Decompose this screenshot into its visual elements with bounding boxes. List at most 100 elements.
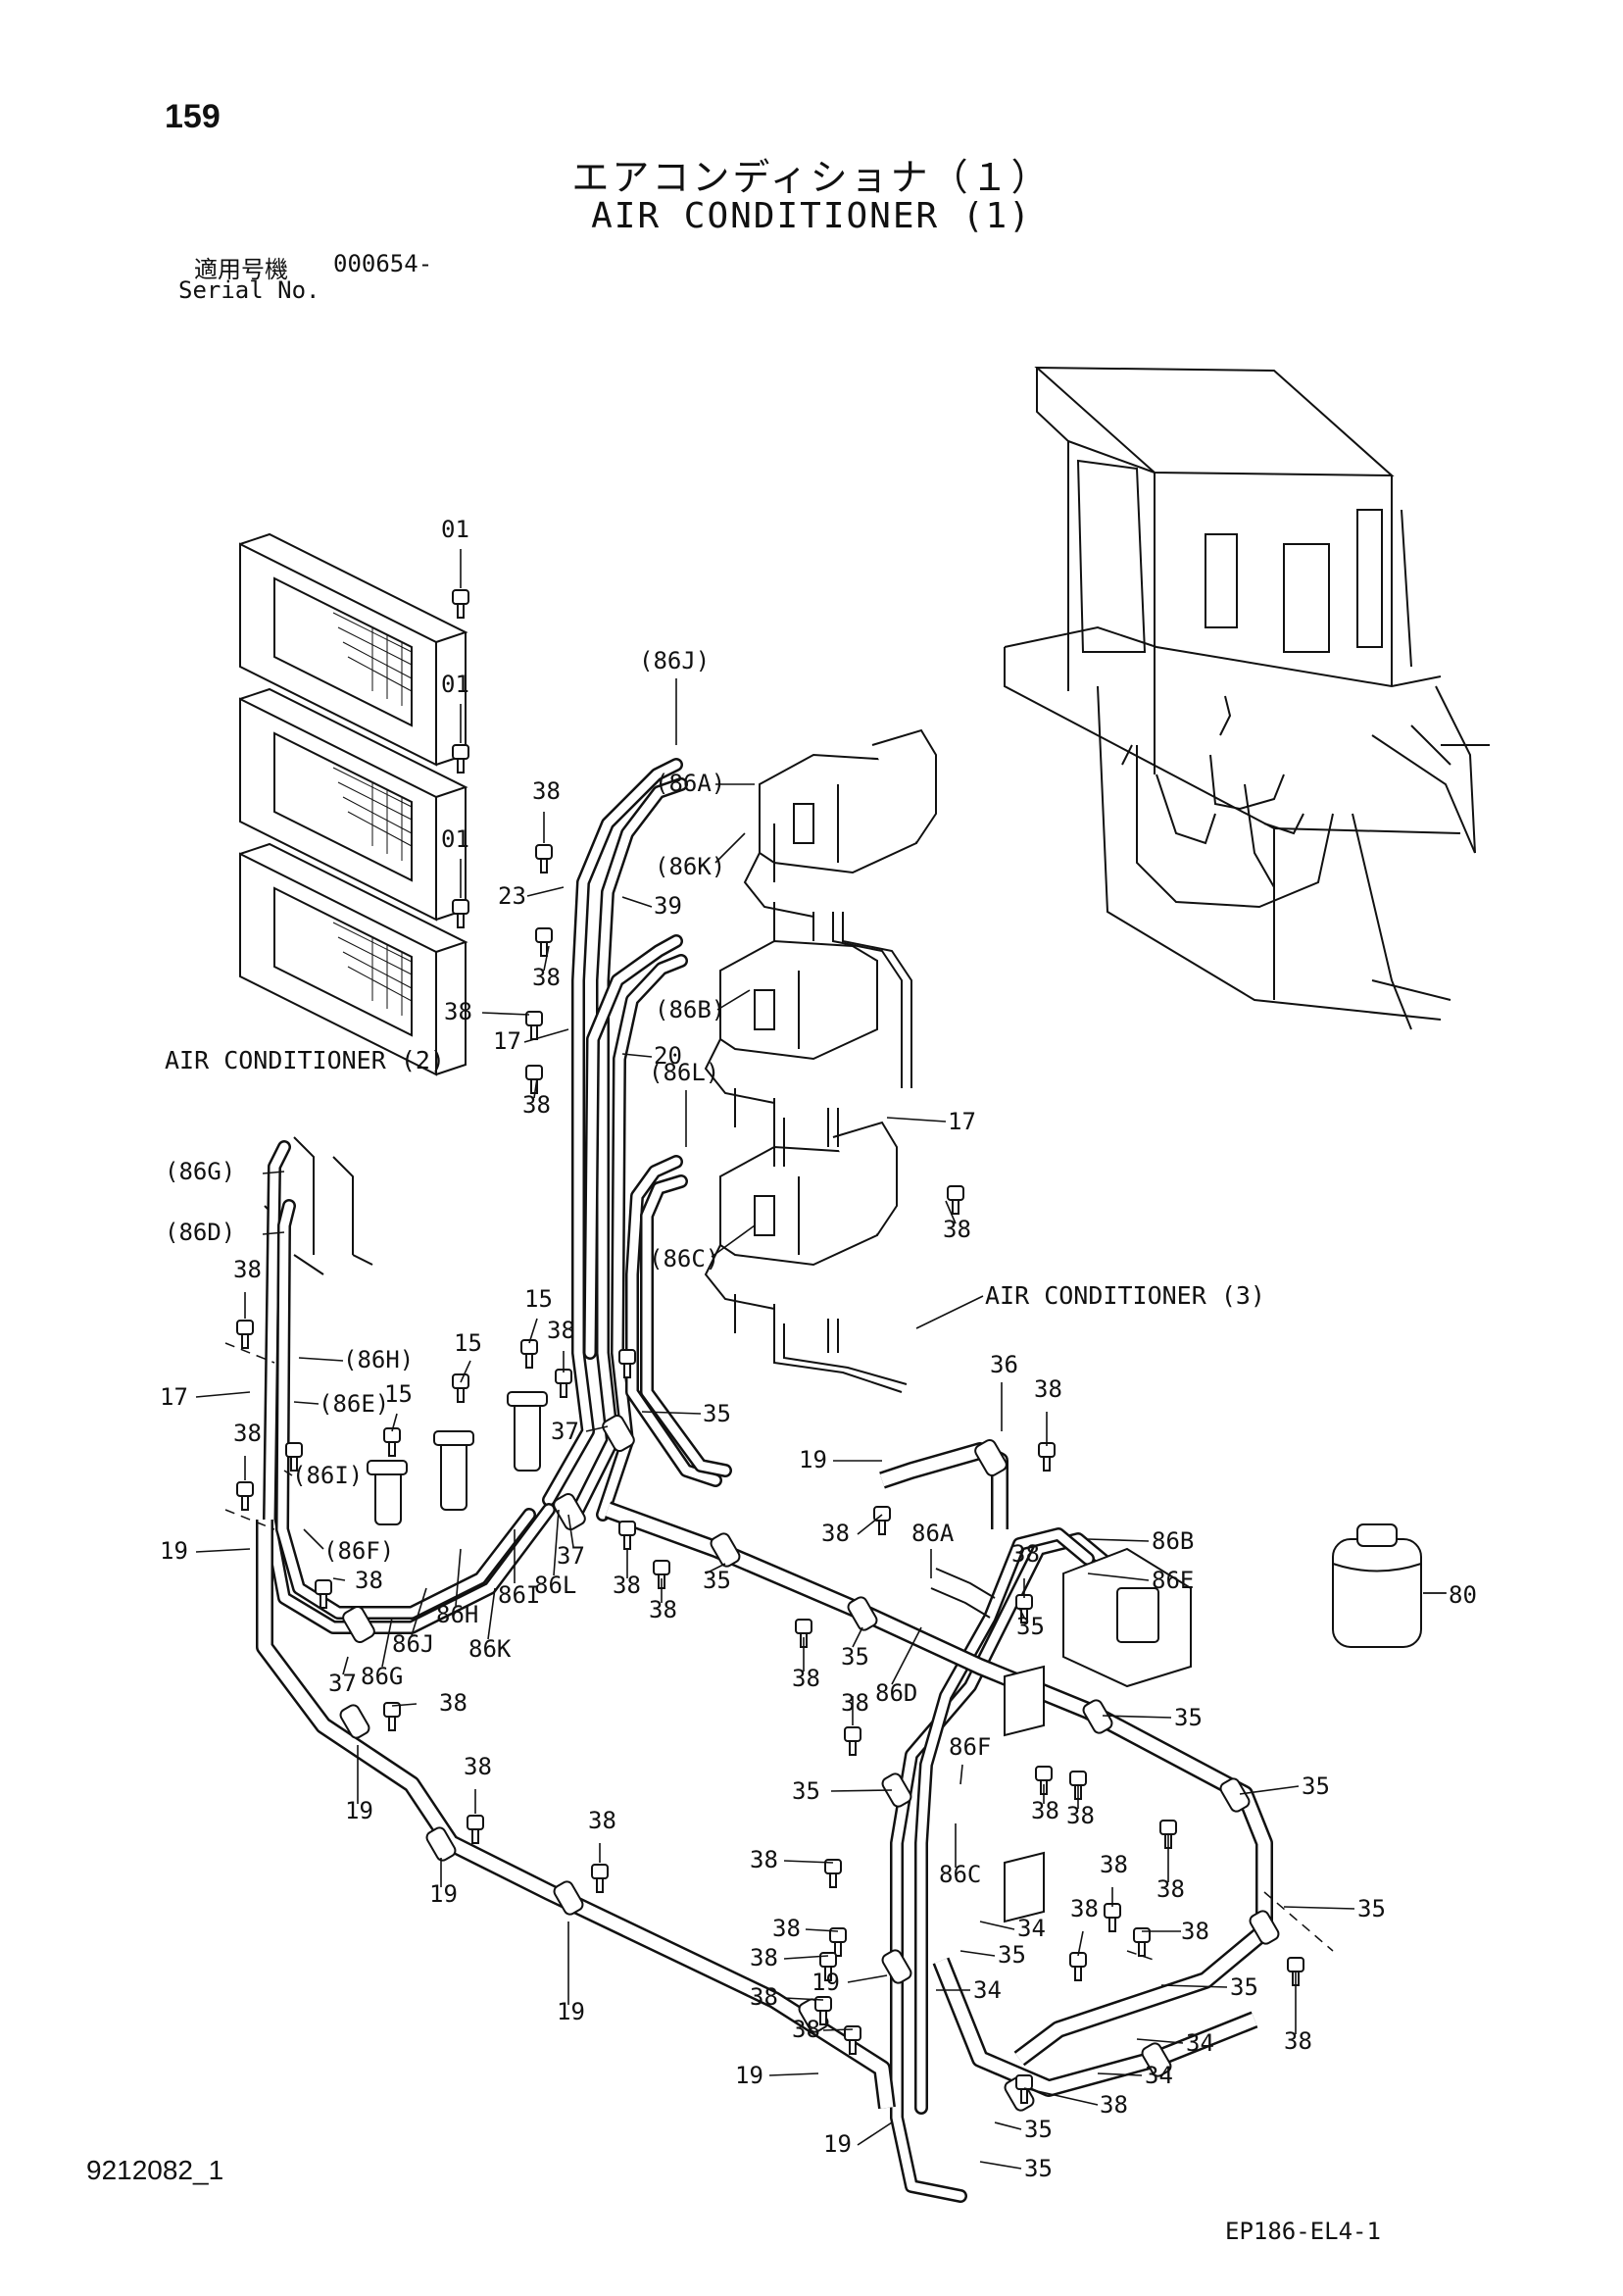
bolt-icon xyxy=(844,1726,861,1756)
callout-p35_10: 35 xyxy=(1357,1895,1386,1922)
leader-line xyxy=(455,1548,462,1607)
callout-p38_10: 38 xyxy=(821,1520,850,1547)
callout-p38_4: 38 xyxy=(522,1091,551,1119)
reference-ac2: AIR CONDITIONER (2) xyxy=(165,1046,445,1074)
leader-line xyxy=(391,1413,398,1432)
leader-line xyxy=(994,2121,1022,2130)
callout-p35_11: 35 xyxy=(1024,2116,1053,2143)
bolt-icon xyxy=(452,589,469,619)
leader-line xyxy=(822,2028,854,2031)
leader-line xyxy=(621,1053,653,1058)
callout-p15_2: 15 xyxy=(524,1285,553,1313)
bolt-icon xyxy=(555,1369,572,1398)
callout-p86H: 86H xyxy=(436,1601,478,1628)
callout-p38_8: 38 xyxy=(547,1317,575,1344)
leader-line xyxy=(533,1077,538,1099)
callout-p38_21: 38 xyxy=(1066,1802,1095,1829)
callout-p86A: 86A xyxy=(911,1520,955,1547)
callout-p19_2: 19 xyxy=(160,1537,188,1565)
reference-ac3: AIR CONDITIONER (3) xyxy=(985,1281,1265,1310)
bolt-icon xyxy=(452,899,469,928)
leader-line xyxy=(195,1391,251,1398)
callout-p38_26: 38 xyxy=(750,1944,778,1972)
callout-p38_16: 38 xyxy=(841,1689,869,1717)
pipe-loop xyxy=(256,1414,1280,2112)
callout-p38_18: 38 xyxy=(464,1753,492,1780)
leader-line xyxy=(303,1528,324,1550)
leader-line xyxy=(293,1401,320,1405)
callout-p37_1: 37 xyxy=(551,1418,579,1445)
document-id: 9212082_1 xyxy=(86,2155,224,2185)
callout-p35_3: 35 xyxy=(1016,1613,1045,1640)
callout-p35_5: 35 xyxy=(1174,1704,1203,1731)
callout-p38_32: 38 xyxy=(1284,2027,1312,2055)
callout-p80: 80 xyxy=(1449,1581,1477,1609)
callout-c86H: (86H) xyxy=(343,1346,414,1373)
receiver-dryer xyxy=(1332,1523,1446,1648)
leader-line xyxy=(945,1200,957,1224)
bolt-icon xyxy=(535,844,553,873)
callout-p23: 23 xyxy=(498,882,526,910)
leader-line xyxy=(857,2121,893,2146)
bolt-icon xyxy=(452,1373,469,1403)
bolt-icon xyxy=(618,1521,636,1550)
callout-p37_2: 37 xyxy=(557,1542,585,1570)
callout-p38_2: 38 xyxy=(532,964,561,991)
callout-p19_3: 19 xyxy=(345,1797,373,1824)
leader-line xyxy=(1023,2087,1099,2106)
page-number: 159 xyxy=(165,98,221,135)
callout-p19_1: 19 xyxy=(799,1446,827,1473)
leader-line xyxy=(621,896,653,908)
leader-line xyxy=(1136,2038,1184,2044)
callout-p15_1: 15 xyxy=(454,1329,482,1357)
leader-line xyxy=(847,1974,888,1983)
leader-line xyxy=(852,1626,863,1648)
callout-p17_3: 17 xyxy=(160,1383,188,1411)
callout-c86D: (86D) xyxy=(165,1219,235,1246)
leader-line xyxy=(1283,1906,1355,1910)
leader-line xyxy=(783,1860,834,1864)
bolt-icon xyxy=(525,1065,543,1094)
callout-p86C: 86C xyxy=(939,1861,981,1888)
callout-p38_5: 38 xyxy=(943,1216,971,1243)
leader-line xyxy=(283,1470,293,1476)
leader-line xyxy=(391,1703,418,1707)
callout-p19_7: 19 xyxy=(735,2062,763,2089)
callout-p19_6: 19 xyxy=(812,1969,840,1996)
callout-p38_23: 38 xyxy=(750,1846,778,1873)
callout-c86K: (86K) xyxy=(655,853,725,880)
leader-line xyxy=(711,1224,756,1258)
leader-line xyxy=(1097,2072,1143,2076)
bolt-icon xyxy=(452,744,469,774)
callout-p38_9: 38 xyxy=(1034,1375,1062,1403)
leader-line xyxy=(783,1997,824,2001)
figure-id: EP186-EL4-1 xyxy=(1225,2218,1381,2245)
leader-line xyxy=(1087,1572,1150,1581)
callout-p86I: 86I xyxy=(498,1581,540,1609)
callout-p35_1: 35 xyxy=(703,1400,731,1427)
bolt-icon xyxy=(1104,1903,1121,1932)
callout-c86A: (86A) xyxy=(655,770,725,797)
leader-line xyxy=(543,945,550,972)
bolt-icon xyxy=(315,1579,332,1609)
callout-p38_25: 38 xyxy=(772,1915,801,1942)
callout-c86G: (86G) xyxy=(165,1158,235,1185)
callout-p19_5: 19 xyxy=(557,1998,585,2025)
callout-p01c: 01 xyxy=(441,825,469,853)
bolt-icon xyxy=(467,1815,484,1844)
callout-p19_8: 19 xyxy=(823,2130,852,2158)
callout-p38_11: 38 xyxy=(355,1567,383,1594)
callout-p34_3: 34 xyxy=(1186,2029,1214,2057)
leader-line xyxy=(714,832,746,864)
bolt-icon xyxy=(829,1927,847,1957)
leader-line xyxy=(411,1587,427,1636)
bolt-icon xyxy=(618,1349,636,1378)
leader-line xyxy=(716,989,751,1011)
callout-c86F: (86F) xyxy=(323,1537,394,1565)
bolt-icon xyxy=(947,1185,964,1215)
serial-number-value: 000654- xyxy=(333,250,433,277)
callout-p38_20: 38 xyxy=(439,1689,467,1717)
title-english: AIR CONDITIONER (1) xyxy=(591,196,1032,236)
callout-c86J: (86J) xyxy=(639,647,710,674)
